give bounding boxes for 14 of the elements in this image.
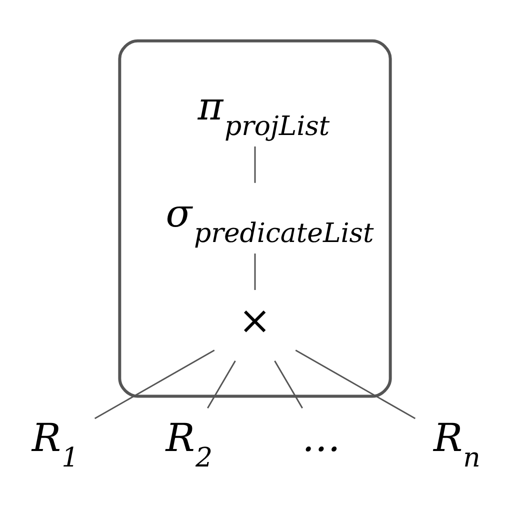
node-text: R$_{n}$ xyxy=(433,415,480,473)
connector xyxy=(254,146,256,182)
connector xyxy=(94,349,215,419)
connector xyxy=(207,360,236,408)
connector xyxy=(295,349,416,419)
node-text: R$_{2}$ xyxy=(166,415,213,473)
node-text: R$_{1}$ xyxy=(32,415,79,473)
node-text: × xyxy=(238,298,272,344)
connector xyxy=(274,360,303,408)
connector xyxy=(254,253,256,290)
cluster xyxy=(118,38,392,398)
node-text: π$_{projList}$ xyxy=(198,84,330,142)
node-text: σ$_{predicateList}$ xyxy=(166,190,374,248)
node-text: … xyxy=(302,415,340,460)
